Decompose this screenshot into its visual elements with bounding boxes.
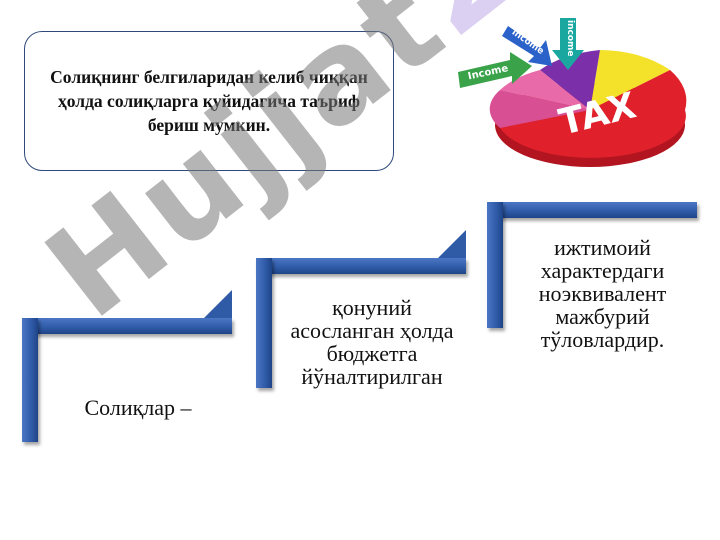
tax-pie-graphic: TAX Income income income	[458, 18, 687, 167]
callout-text: Солиқнинг белгиларидан келиб чиққан ҳолд…	[50, 67, 368, 135]
definition-callout: Солиқнинг белгиларидан келиб чиққан ҳолд…	[24, 31, 394, 171]
income-arrow-blue: income	[502, 26, 552, 66]
step-text-2: қонуний асосланган ҳолда бюджетга йўналт…	[290, 295, 454, 389]
income-arrow-teal: income	[552, 18, 584, 70]
step-text-1: Солиқлар –	[84, 395, 192, 420]
step-text-3: ижтимоий характердаги ноэквивалент мажбу…	[538, 235, 667, 352]
income-arrow-green: Income	[458, 52, 532, 88]
income-label-teal: income	[565, 20, 575, 57]
